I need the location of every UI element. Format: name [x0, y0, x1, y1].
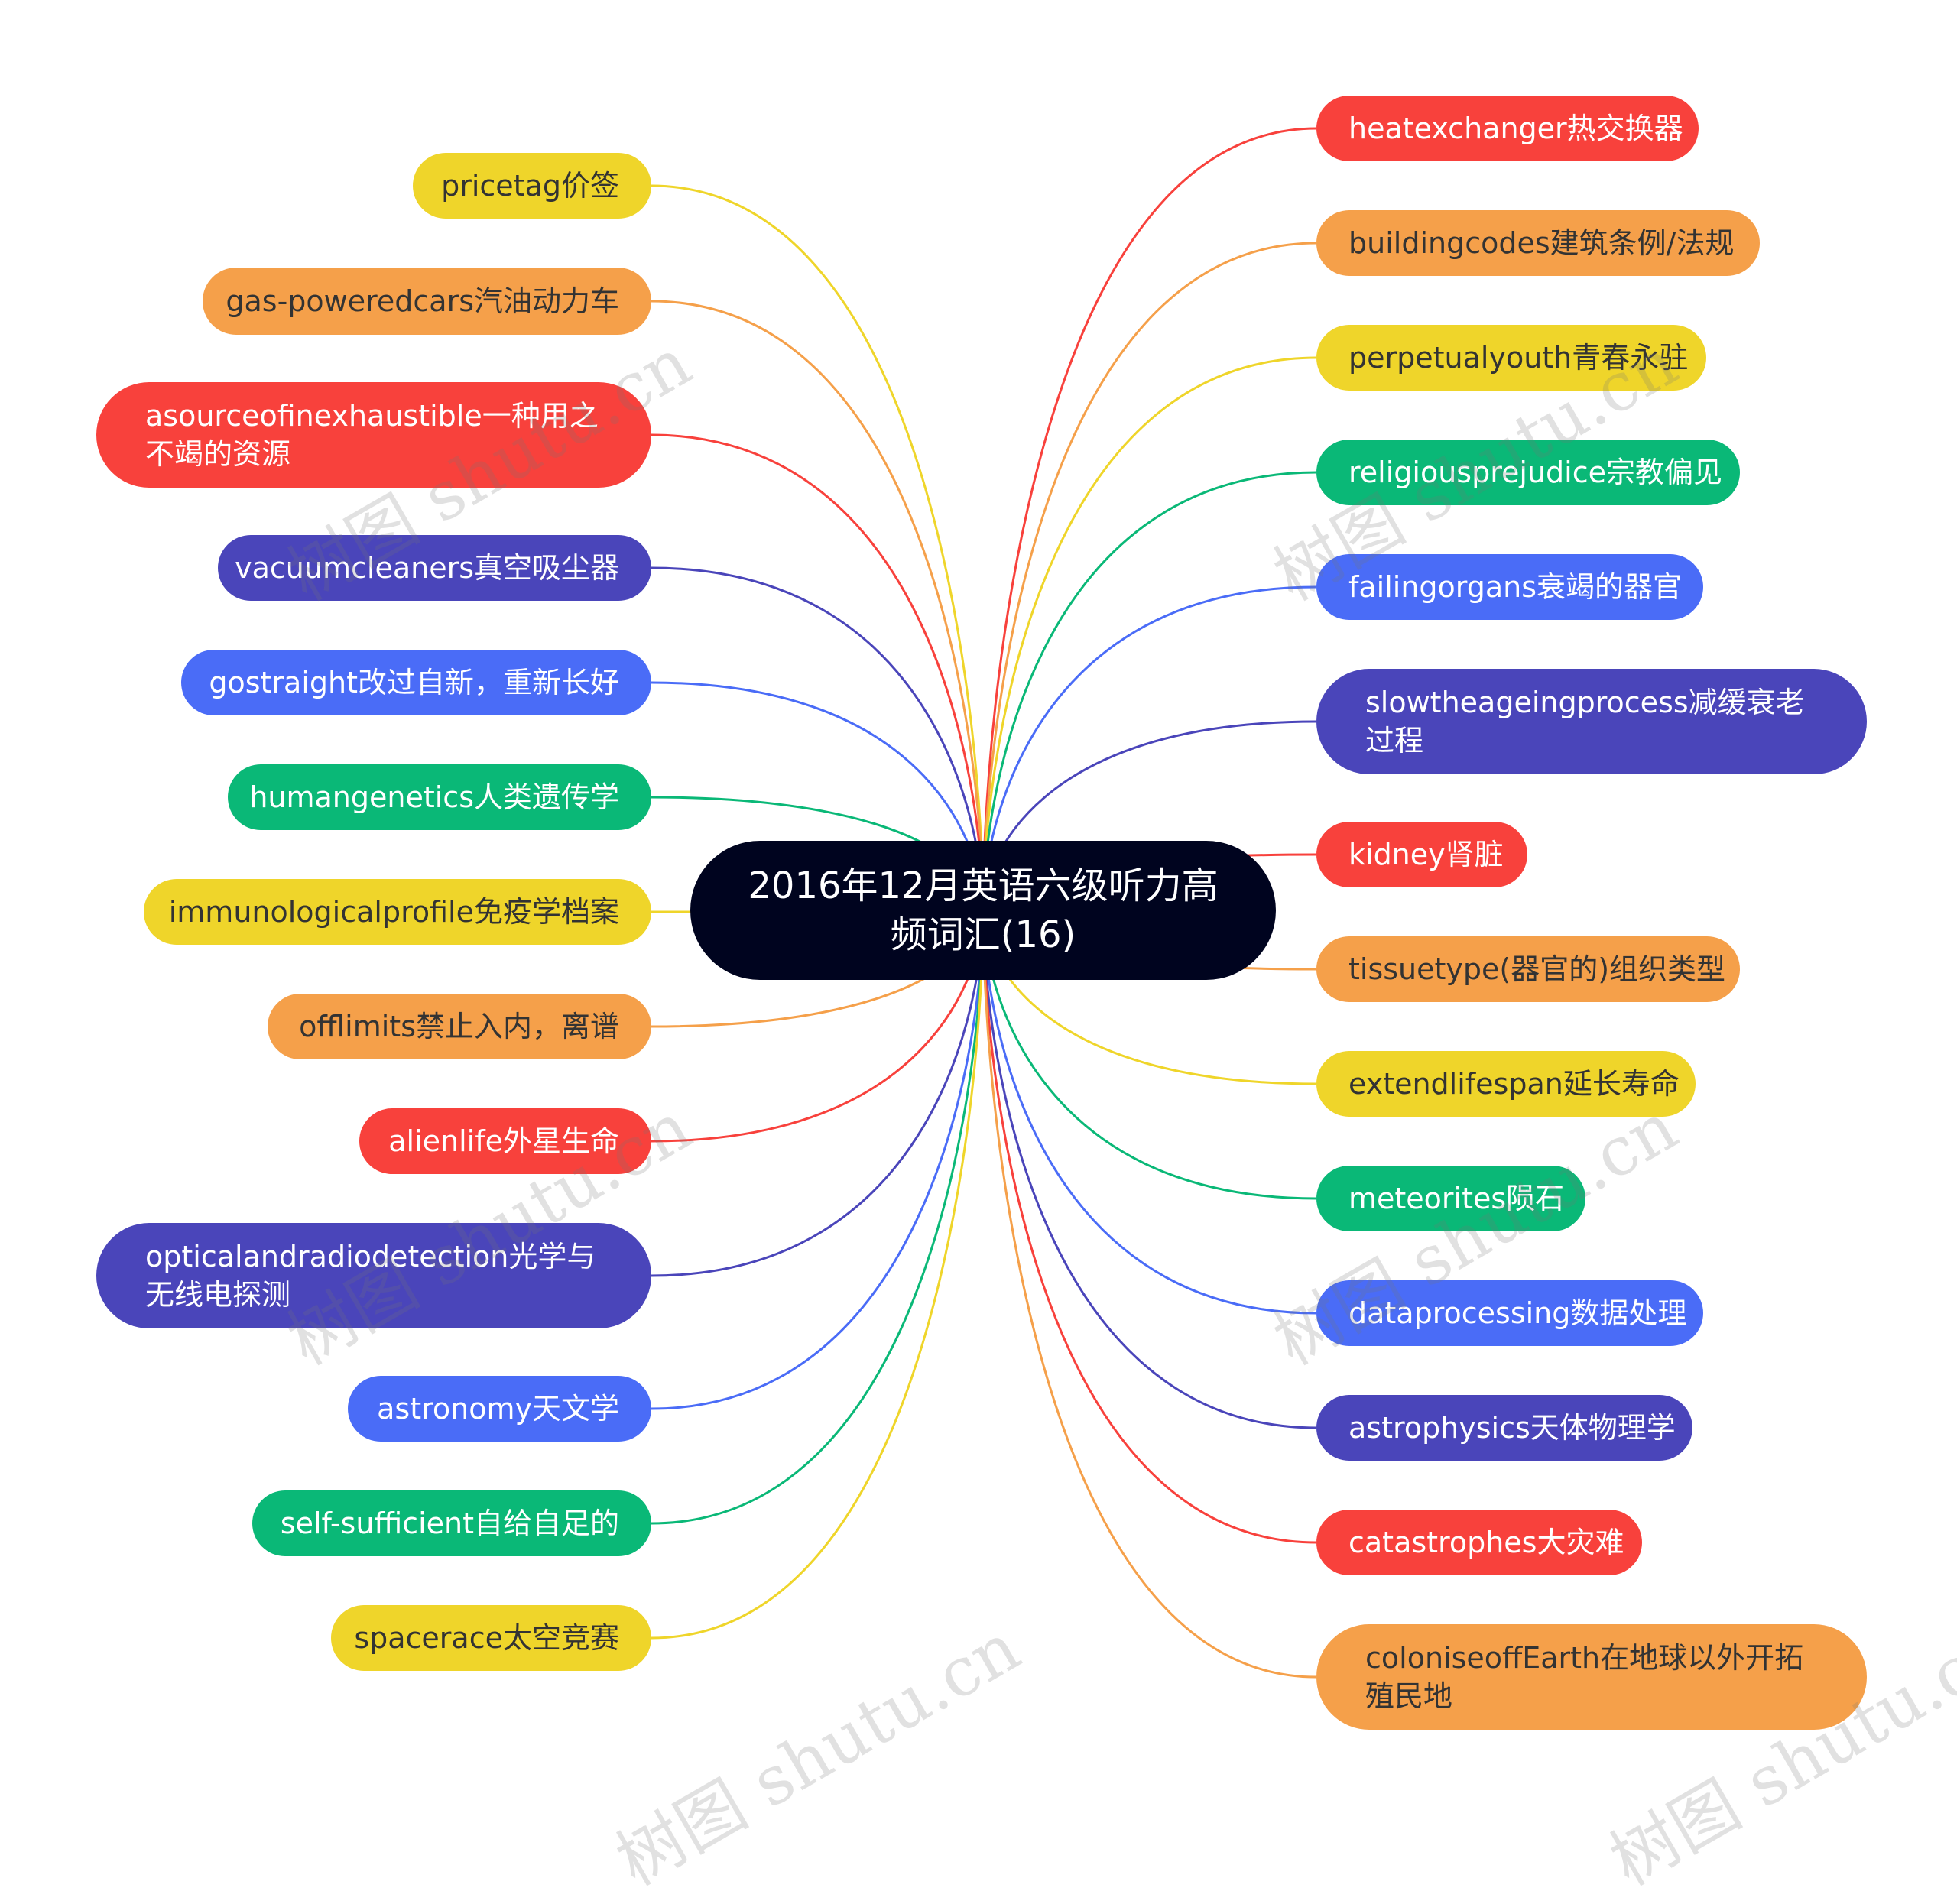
right-link-0 [982, 127, 1317, 911]
left-link-1 [651, 300, 985, 911]
right-link-2 [982, 356, 1317, 911]
right-topic-2[interactable]: perpetualyouth青春永驻 [1316, 325, 1706, 391]
right-topic-7[interactable]: tissuetype(器官的)组织类型 [1316, 936, 1740, 1002]
left-topic-4[interactable]: gostraight改过自新，重新长好 [181, 650, 651, 715]
right-topic-13[interactable]: coloniseoffEarth在地球以外开拓殖民地 [1316, 1624, 1867, 1730]
left-topic-7[interactable]: offlimits禁止入内，离谱 [268, 994, 651, 1059]
right-link-13 [982, 910, 1317, 1679]
mind-map-canvas: 2016年12月英语六级听力高频词汇(16) pricetag价签 gas-pow… [96, 96, 1957, 1901]
left-topic-6[interactable]: immunologicalprofile免疫学档案 [144, 879, 651, 945]
right-topic-8[interactable]: extendlifespan延长寿命 [1316, 1051, 1696, 1117]
right-topic-3[interactable]: religiousprejudice宗教偏见 [1316, 440, 1740, 505]
right-topic-1[interactable]: buildingcodes建筑条例/法规 [1316, 210, 1760, 276]
right-topic-6[interactable]: kidney肾脏 [1316, 822, 1527, 887]
left-topic-11[interactable]: self-sufficient自给自足的 [252, 1490, 651, 1556]
left-topic-5[interactable]: humangenetics人类遗传学 [228, 764, 651, 830]
right-topic-12[interactable]: catastrophes大灾难 [1316, 1510, 1642, 1575]
right-topic-0[interactable]: heatexchanger热交换器 [1316, 96, 1699, 161]
right-link-11 [982, 910, 1317, 1429]
left-topic-1[interactable]: gas-poweredcars汽油动力车 [203, 268, 651, 335]
left-topic-0[interactable]: pricetag价签 [413, 153, 651, 219]
right-topic-11[interactable]: astrophysics天体物理学 [1316, 1395, 1692, 1461]
left-topic-10[interactable]: astronomy天文学 [348, 1376, 651, 1442]
right-link-12 [982, 910, 1317, 1544]
left-topic-9[interactable]: opticalandradiodetection光学与无线电探测 [96, 1223, 651, 1328]
right-topic-4[interactable]: failingorgans衰竭的器官 [1316, 554, 1703, 620]
left-topic-3[interactable]: vacuumcleaners真空吸尘器 [218, 535, 651, 601]
right-topic-9[interactable]: meteorites陨石 [1316, 1166, 1585, 1231]
left-link-2 [651, 433, 985, 911]
left-link-12 [651, 910, 985, 1640]
right-topic-10[interactable]: dataprocessing数据处理 [1316, 1280, 1703, 1346]
left-topic-12[interactable]: spacerace太空竞赛 [331, 1605, 651, 1671]
left-topic-8[interactable]: alienlife外星生命 [359, 1108, 651, 1174]
right-topic-5[interactable]: slowtheageingprocess减缓衰老过程 [1316, 669, 1867, 774]
left-link-10 [651, 910, 985, 1410]
left-link-11 [651, 910, 985, 1525]
left-link-0 [651, 184, 985, 911]
root-topic[interactable]: 2016年12月英语六级听力高频词汇(16) [690, 841, 1276, 980]
right-link-1 [982, 242, 1317, 911]
left-topic-2[interactable]: asourceofinexhaustible一种用之不竭的资源 [96, 382, 651, 488]
